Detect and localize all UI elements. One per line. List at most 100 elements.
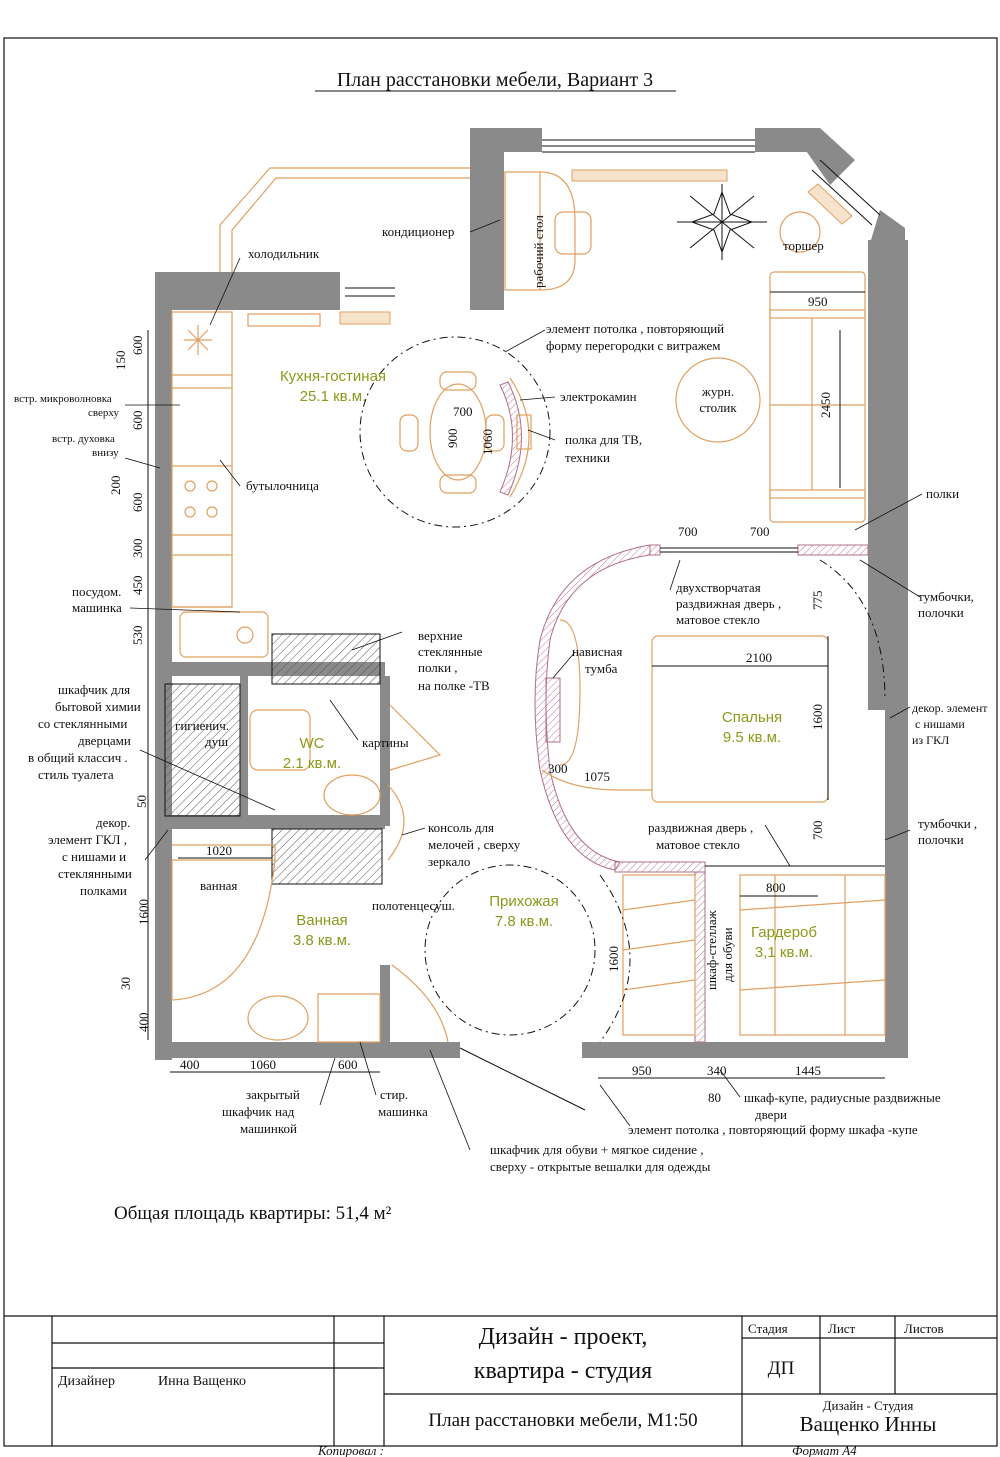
dim-table-h: 900 xyxy=(445,429,460,449)
label-coupe-l2: двери xyxy=(755,1107,787,1122)
label-conditioner: кондиционер xyxy=(382,224,454,239)
total-area: Общая площадь квартиры: 51,4 м² xyxy=(114,1203,392,1224)
windows xyxy=(345,139,881,297)
label-washer-l2: машинка xyxy=(378,1104,428,1119)
stamp-sheets: Листов xyxy=(904,1321,944,1336)
label-bathtub: ванная xyxy=(200,878,237,893)
stamp-stage: Стадия xyxy=(748,1321,788,1336)
dim-bot-400: 400 xyxy=(180,1057,200,1072)
dim-hall-1600: 1600 xyxy=(606,946,621,972)
label-towel: полотенцесуш. xyxy=(372,898,455,913)
bedroom-partition xyxy=(534,544,885,1043)
label-upper-l4: на полке -ТВ xyxy=(418,678,490,693)
dim-left-200: 200 xyxy=(108,476,123,496)
label-oven-l2: внизу xyxy=(92,447,119,459)
label-washer-l1: стир. xyxy=(380,1087,408,1102)
label-upper-l1: верхние xyxy=(418,628,463,643)
dim-left-30: 30 xyxy=(118,977,133,990)
dim-bed-h: 1600 xyxy=(810,704,825,730)
hall xyxy=(391,864,631,1111)
dim-table-w: 700 xyxy=(453,404,473,419)
label-decor-r-l2: с нишами xyxy=(915,717,965,731)
walls xyxy=(155,128,908,1060)
label-tv-shelf-l1: полка для ТВ, xyxy=(565,432,642,447)
label-dishwasher-l2: машинка xyxy=(72,600,122,615)
label-nightstand2-l1: тумбочки , xyxy=(918,816,977,831)
label-decor-r-l1: декор. элемент xyxy=(912,701,988,715)
radiator-corner xyxy=(807,183,853,225)
label-cabinet-l1: шкафчик для xyxy=(58,682,130,697)
dim-sofa-l: 2450 xyxy=(818,392,833,418)
bath-wc-fixtures xyxy=(171,704,442,1043)
leader-lines xyxy=(124,219,923,1151)
living-furniture xyxy=(504,171,866,523)
stamp-copied: Копировал : xyxy=(317,1443,384,1457)
label-hygiene-l1: гигиенич. xyxy=(175,718,229,733)
label-cabinet-l3: со стеклянными xyxy=(38,716,127,731)
stamp-format: Формат А4 xyxy=(792,1443,857,1457)
label-nightstand1-l2: полочки xyxy=(918,605,964,620)
dim-wardrobe-800: 800 xyxy=(766,880,786,895)
label-door2-l3: матовое стекло xyxy=(676,612,760,627)
label-shoe-cab-l2: сверху - открытые вешалки для одежды xyxy=(490,1159,711,1174)
dining-area xyxy=(359,336,551,528)
stamp-studio-l2: Ващенко Инны xyxy=(800,1412,937,1436)
label-fridge: холодильник xyxy=(248,246,320,261)
label-decor-l-l3: с нишами и xyxy=(62,849,126,864)
label-decor-l-l4: стеклянными xyxy=(58,866,132,881)
dim-bed-300: 300 xyxy=(548,761,568,776)
dimension-lines xyxy=(147,291,885,1079)
room-wardrobe-area: 3,1 кв.м. xyxy=(755,944,813,961)
dim-bed-w: 2100 xyxy=(746,650,772,665)
stamp-project-l2: квартира - студия xyxy=(474,1358,652,1384)
room-bedroom-name: Спальня xyxy=(722,709,782,726)
hatched-partition-bath xyxy=(271,828,383,885)
label-decor-l-l2: элемент ГКЛ , xyxy=(48,832,127,847)
label-door2-l1: двухстворчатая xyxy=(676,580,761,595)
stamp-plan-name: План расстановки мебели, М1:50 xyxy=(428,1410,697,1431)
label-pictures: картины xyxy=(362,735,409,750)
label-shoe-cab-l1: шкафчик для обуви + мягкое сидение , xyxy=(490,1142,704,1157)
label-shoe-rack-l2: для обуви xyxy=(720,927,735,982)
room-wc-area: 2.1 кв.м. xyxy=(283,755,341,772)
dim-left-600c: 600 xyxy=(130,493,145,513)
label-coffee-l2: столик xyxy=(699,400,737,415)
label-bottle: бутылочница xyxy=(246,478,319,493)
label-shoe-rack-l1: шкаф-стеллаж xyxy=(704,909,719,990)
label-hanging-l1: нависная xyxy=(572,644,622,659)
kitchen-furniture xyxy=(171,311,321,658)
label-cabinet-l4: дверцами xyxy=(78,733,131,748)
dim-wall-775: 775 xyxy=(810,591,825,611)
stamp-studio-l1: Дизайн - Студия xyxy=(823,1398,914,1413)
room-bath-name: Ванная xyxy=(296,912,347,929)
label-ceiling2: элемент потолка , повторяющий форму шкаф… xyxy=(628,1122,918,1137)
dim-left-600a: 600 xyxy=(130,336,145,356)
room-bath-area: 3.8 кв.м. xyxy=(293,932,351,949)
hatched-partition-wc-top xyxy=(271,633,381,685)
title-block xyxy=(4,1315,997,1446)
label-coupe-l1: шкаф-купе, радиусные раздвижные xyxy=(744,1090,941,1105)
dim-left-450: 450 xyxy=(130,576,145,596)
plan-title: План расстановки мебели, Вариант 3 xyxy=(337,69,653,91)
label-hygiene-l2: душ xyxy=(205,734,228,749)
label-sliding-l1: раздвижная дверь , xyxy=(648,820,753,835)
label-coffee-l1: журн. xyxy=(701,384,734,399)
label-cabinet-l5: в общий классич . xyxy=(28,750,128,765)
dim-bot-950: 950 xyxy=(632,1063,652,1078)
stamp-designer-label: Дизайнер xyxy=(58,1374,115,1389)
room-kitchen-name: Кухня-гостиная xyxy=(280,368,386,385)
label-closed-l3: машинкой xyxy=(240,1121,297,1136)
label-closed-l1: закрытый xyxy=(246,1087,300,1102)
label-oven-l1: встр. духовка xyxy=(52,433,115,445)
dim-left-600b: 600 xyxy=(130,411,145,431)
label-torsher: торшер xyxy=(783,238,824,253)
label-console-l1: консоль для xyxy=(428,820,494,835)
label-hanging-l2: тумба xyxy=(585,661,618,676)
dim-bot-80: 80 xyxy=(708,1090,721,1105)
room-wardrobe-name: Гардероб xyxy=(751,924,817,941)
dim-left-530: 530 xyxy=(130,626,145,646)
dim-door-b: 700 xyxy=(750,524,770,539)
dim-bed-1075: 1075 xyxy=(584,769,610,784)
bedroom-furniture xyxy=(541,559,886,803)
